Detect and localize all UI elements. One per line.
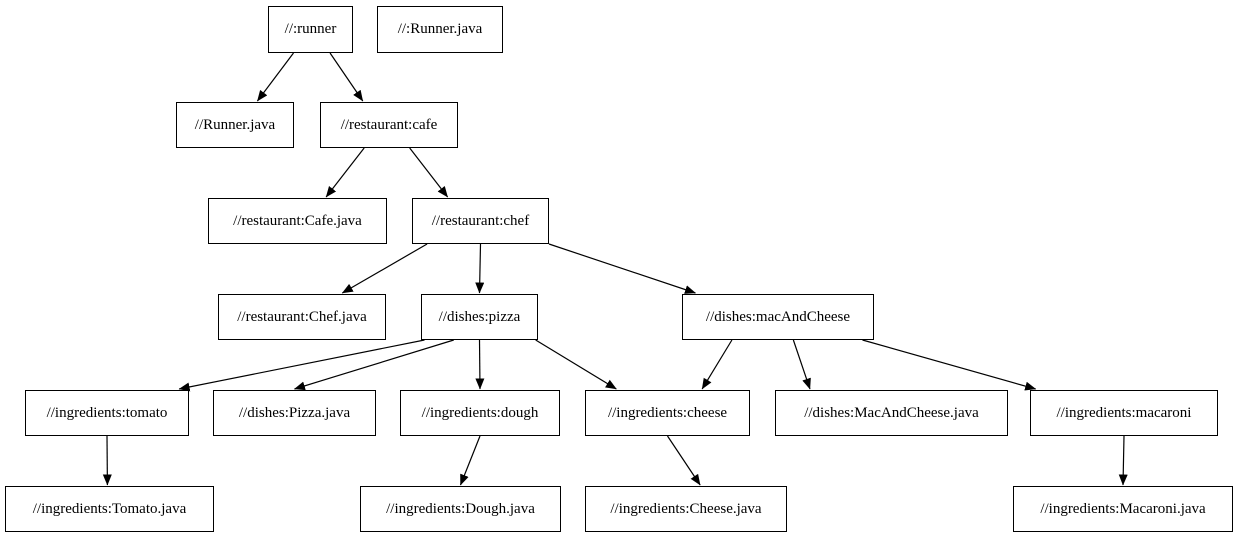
edge-mac-and-cheese-to-mac-and-cheese-java — [792, 339, 811, 390]
edge-pizza-to-dough — [475, 339, 485, 390]
graph-node-mac-and-cheese: //dishes:macAndCheese — [682, 294, 874, 340]
graph-node-tomato-java: //ingredients:Tomato.java — [5, 486, 214, 532]
graph-node-macaroni: //ingredients:macaroni — [1030, 390, 1218, 436]
edge-pizza-to-pizza-java — [294, 339, 454, 391]
edge-chef-to-mac-and-cheese — [548, 243, 696, 294]
graph-node-macaroni-java: //ingredients:Macaroni.java — [1013, 486, 1233, 532]
edge-chef-to-chef-java — [341, 243, 428, 294]
edge-pizza-to-cheese — [535, 339, 617, 390]
graph-node-cheese: //ingredients:cheese — [585, 390, 750, 436]
graph-node-cafe: //restaurant:cafe — [320, 102, 458, 148]
edge-mac-and-cheese-to-cheese — [701, 339, 733, 390]
edge-dough-to-dough-java — [459, 435, 481, 486]
edge-cheese-to-cheese-java — [667, 435, 701, 486]
graph-node-chef: //restaurant:chef — [412, 198, 549, 244]
edge-pizza-to-tomato — [178, 339, 425, 392]
graph-node-runner-java-src: //Runner.java — [176, 102, 294, 148]
graph-node-cheese-java: //ingredients:Cheese.java — [585, 486, 787, 532]
graph-node-runner: //:runner — [268, 6, 353, 53]
graph-node-mac-and-cheese-java: //dishes:MacAndCheese.java — [775, 390, 1008, 436]
graph-node-runner-java-target: //:Runner.java — [377, 6, 503, 53]
edge-mac-and-cheese-to-macaroni — [862, 339, 1037, 391]
edge-runner-to-cafe — [329, 52, 364, 102]
graph-node-dough: //ingredients:dough — [400, 390, 560, 436]
graph-node-dough-java: //ingredients:Dough.java — [360, 486, 561, 532]
edge-chef-to-pizza — [475, 243, 485, 294]
graph-node-cafe-java: //restaurant:Cafe.java — [208, 198, 387, 244]
edge-cafe-to-chef — [409, 147, 449, 198]
edge-macaroni-to-macaroni-java — [1118, 435, 1128, 486]
edge-runner-to-runner-java-src — [256, 52, 294, 102]
graph-node-pizza: //dishes:pizza — [421, 294, 538, 340]
graph-node-chef-java: //restaurant:Chef.java — [218, 294, 386, 340]
edge-cafe-to-cafe-java — [325, 147, 365, 198]
graph-node-tomato: //ingredients:tomato — [25, 390, 189, 436]
graph-node-pizza-java: //dishes:Pizza.java — [213, 390, 376, 436]
